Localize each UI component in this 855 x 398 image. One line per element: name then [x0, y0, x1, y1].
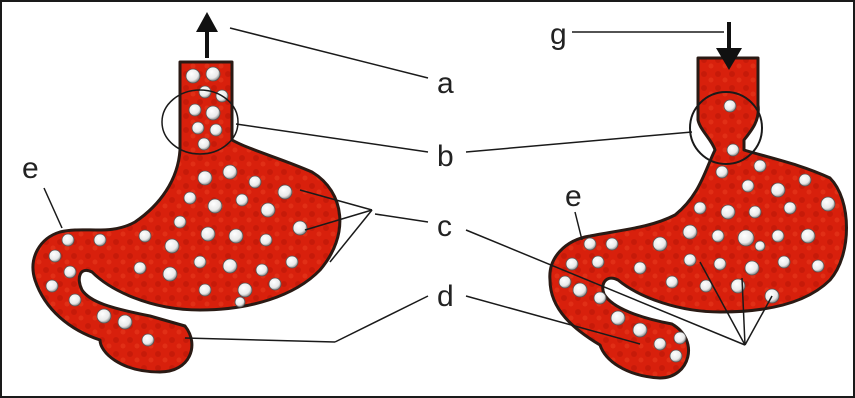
label-g: g: [550, 18, 567, 51]
label-e-right: e: [565, 180, 582, 213]
leader-a: [230, 28, 428, 78]
label-b: b: [437, 140, 454, 173]
label-d: d: [437, 280, 454, 313]
label-a: a: [437, 67, 454, 100]
left-stomach-body: [33, 62, 340, 372]
leader-e-right: [575, 212, 582, 240]
leader-d-left: [185, 338, 335, 342]
left-stomach: [33, 12, 340, 372]
leader-e-left: [44, 188, 62, 228]
leader-b-left: [236, 124, 428, 152]
leader-c-main: [375, 214, 428, 222]
leader-d-left2: [335, 296, 428, 342]
label-e-left: e: [22, 152, 39, 185]
left-exit-arrow-head: [196, 12, 218, 32]
label-c: c: [437, 210, 452, 243]
leader-b-right: [466, 132, 692, 152]
right-stomach: [550, 22, 847, 378]
